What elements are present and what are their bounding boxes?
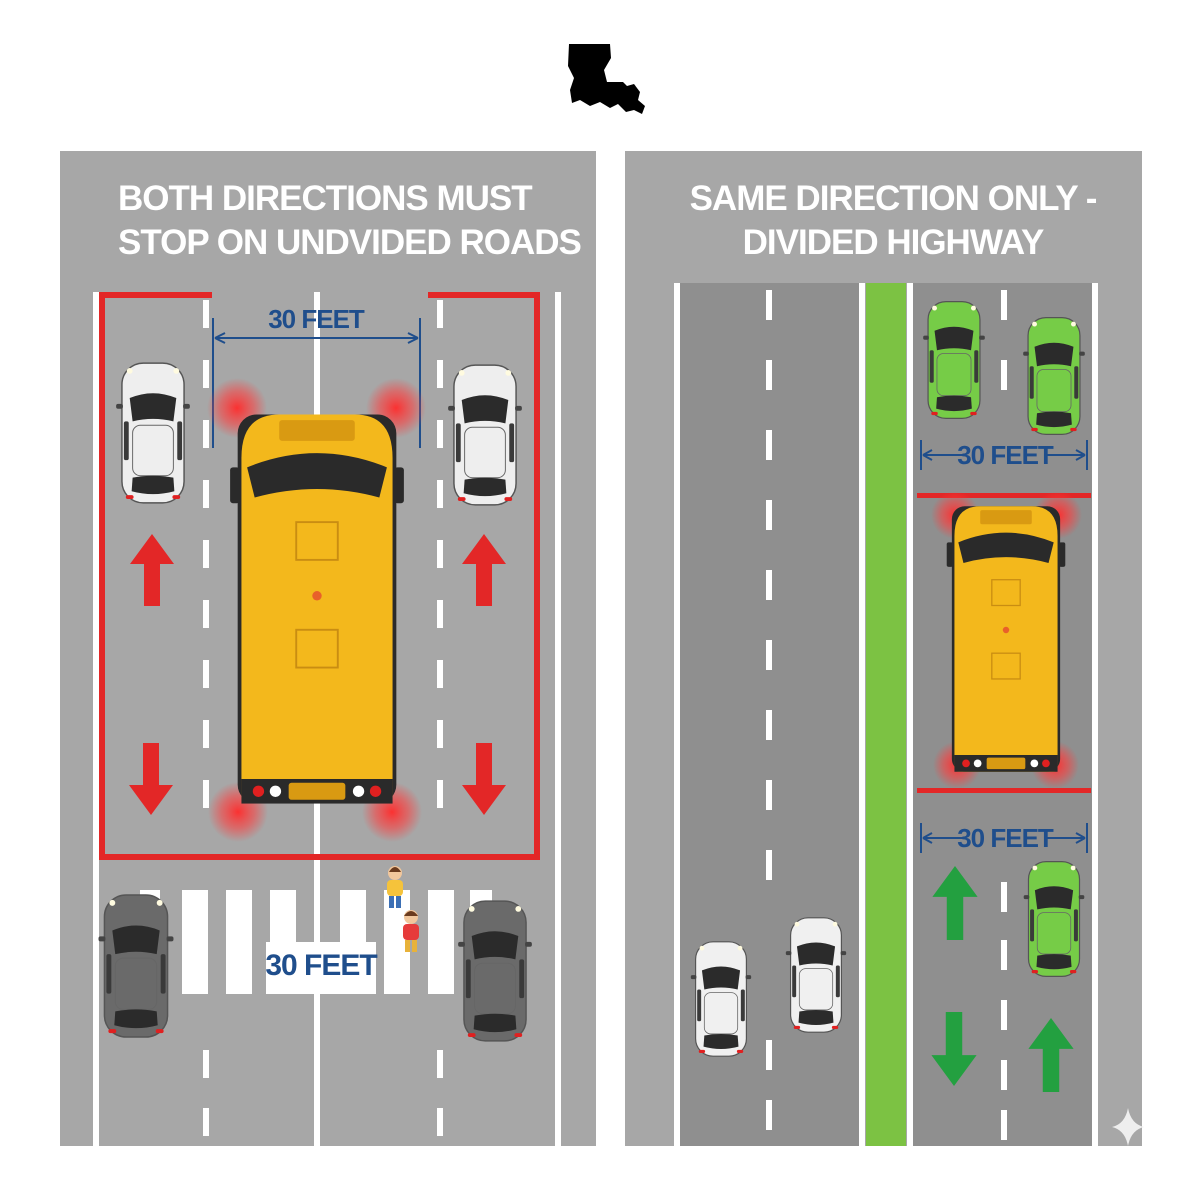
- front-distance-label: 30 FEET: [957, 440, 1054, 470]
- left-panel: BOTH DIRECTIONS MUST STOP ON UNDVIDED RO…: [60, 151, 596, 1146]
- car-icon: [1022, 317, 1086, 435]
- top-distance-label: 30 FEET: [268, 304, 365, 334]
- rear-distance-label: 30 FEET: [957, 823, 1054, 853]
- sparkle-icon: [1112, 1108, 1144, 1146]
- car-icon: [1023, 860, 1085, 978]
- front-stop-line: [917, 493, 1091, 498]
- left-title-line2: STOP ON UNDVIDED ROADS: [118, 223, 581, 262]
- child-pedestrian-icon: [403, 910, 419, 952]
- car-icon: [447, 364, 523, 506]
- car-icon: [785, 917, 847, 1033]
- stop-zone-outline: [99, 292, 540, 860]
- lane-dashes: [766, 290, 1007, 1140]
- front-distance-marker: [920, 440, 1088, 470]
- right-title-line1: SAME DIRECTION ONLY -: [690, 179, 1097, 218]
- school-bus-icon: [229, 413, 405, 805]
- rear-distance-marker: [920, 823, 1088, 853]
- car-icon: [922, 301, 986, 419]
- rear-stop-line: [917, 788, 1091, 793]
- right-title-line2: DIVIDED HIGHWAY: [743, 223, 1044, 262]
- louisiana-state-icon: [568, 44, 645, 114]
- lane-dashes: [203, 300, 443, 1136]
- top-distance-marker: [212, 318, 421, 448]
- school-bus-icon: [946, 505, 1066, 773]
- left-title-line1: BOTH DIRECTIONS MUST: [118, 179, 532, 218]
- crosswalk-distance-label: 30 FEET: [265, 949, 377, 982]
- car-icon: [690, 941, 752, 1057]
- right-panel: SAME DIRECTION ONLY - DIVIDED HIGHWAY 30…: [625, 151, 1144, 1146]
- green-median: [866, 283, 906, 1146]
- car-icon: [457, 900, 533, 1042]
- child-pedestrian-icon: [387, 866, 403, 908]
- car-icon: [115, 362, 191, 504]
- car-icon: [97, 894, 175, 1038]
